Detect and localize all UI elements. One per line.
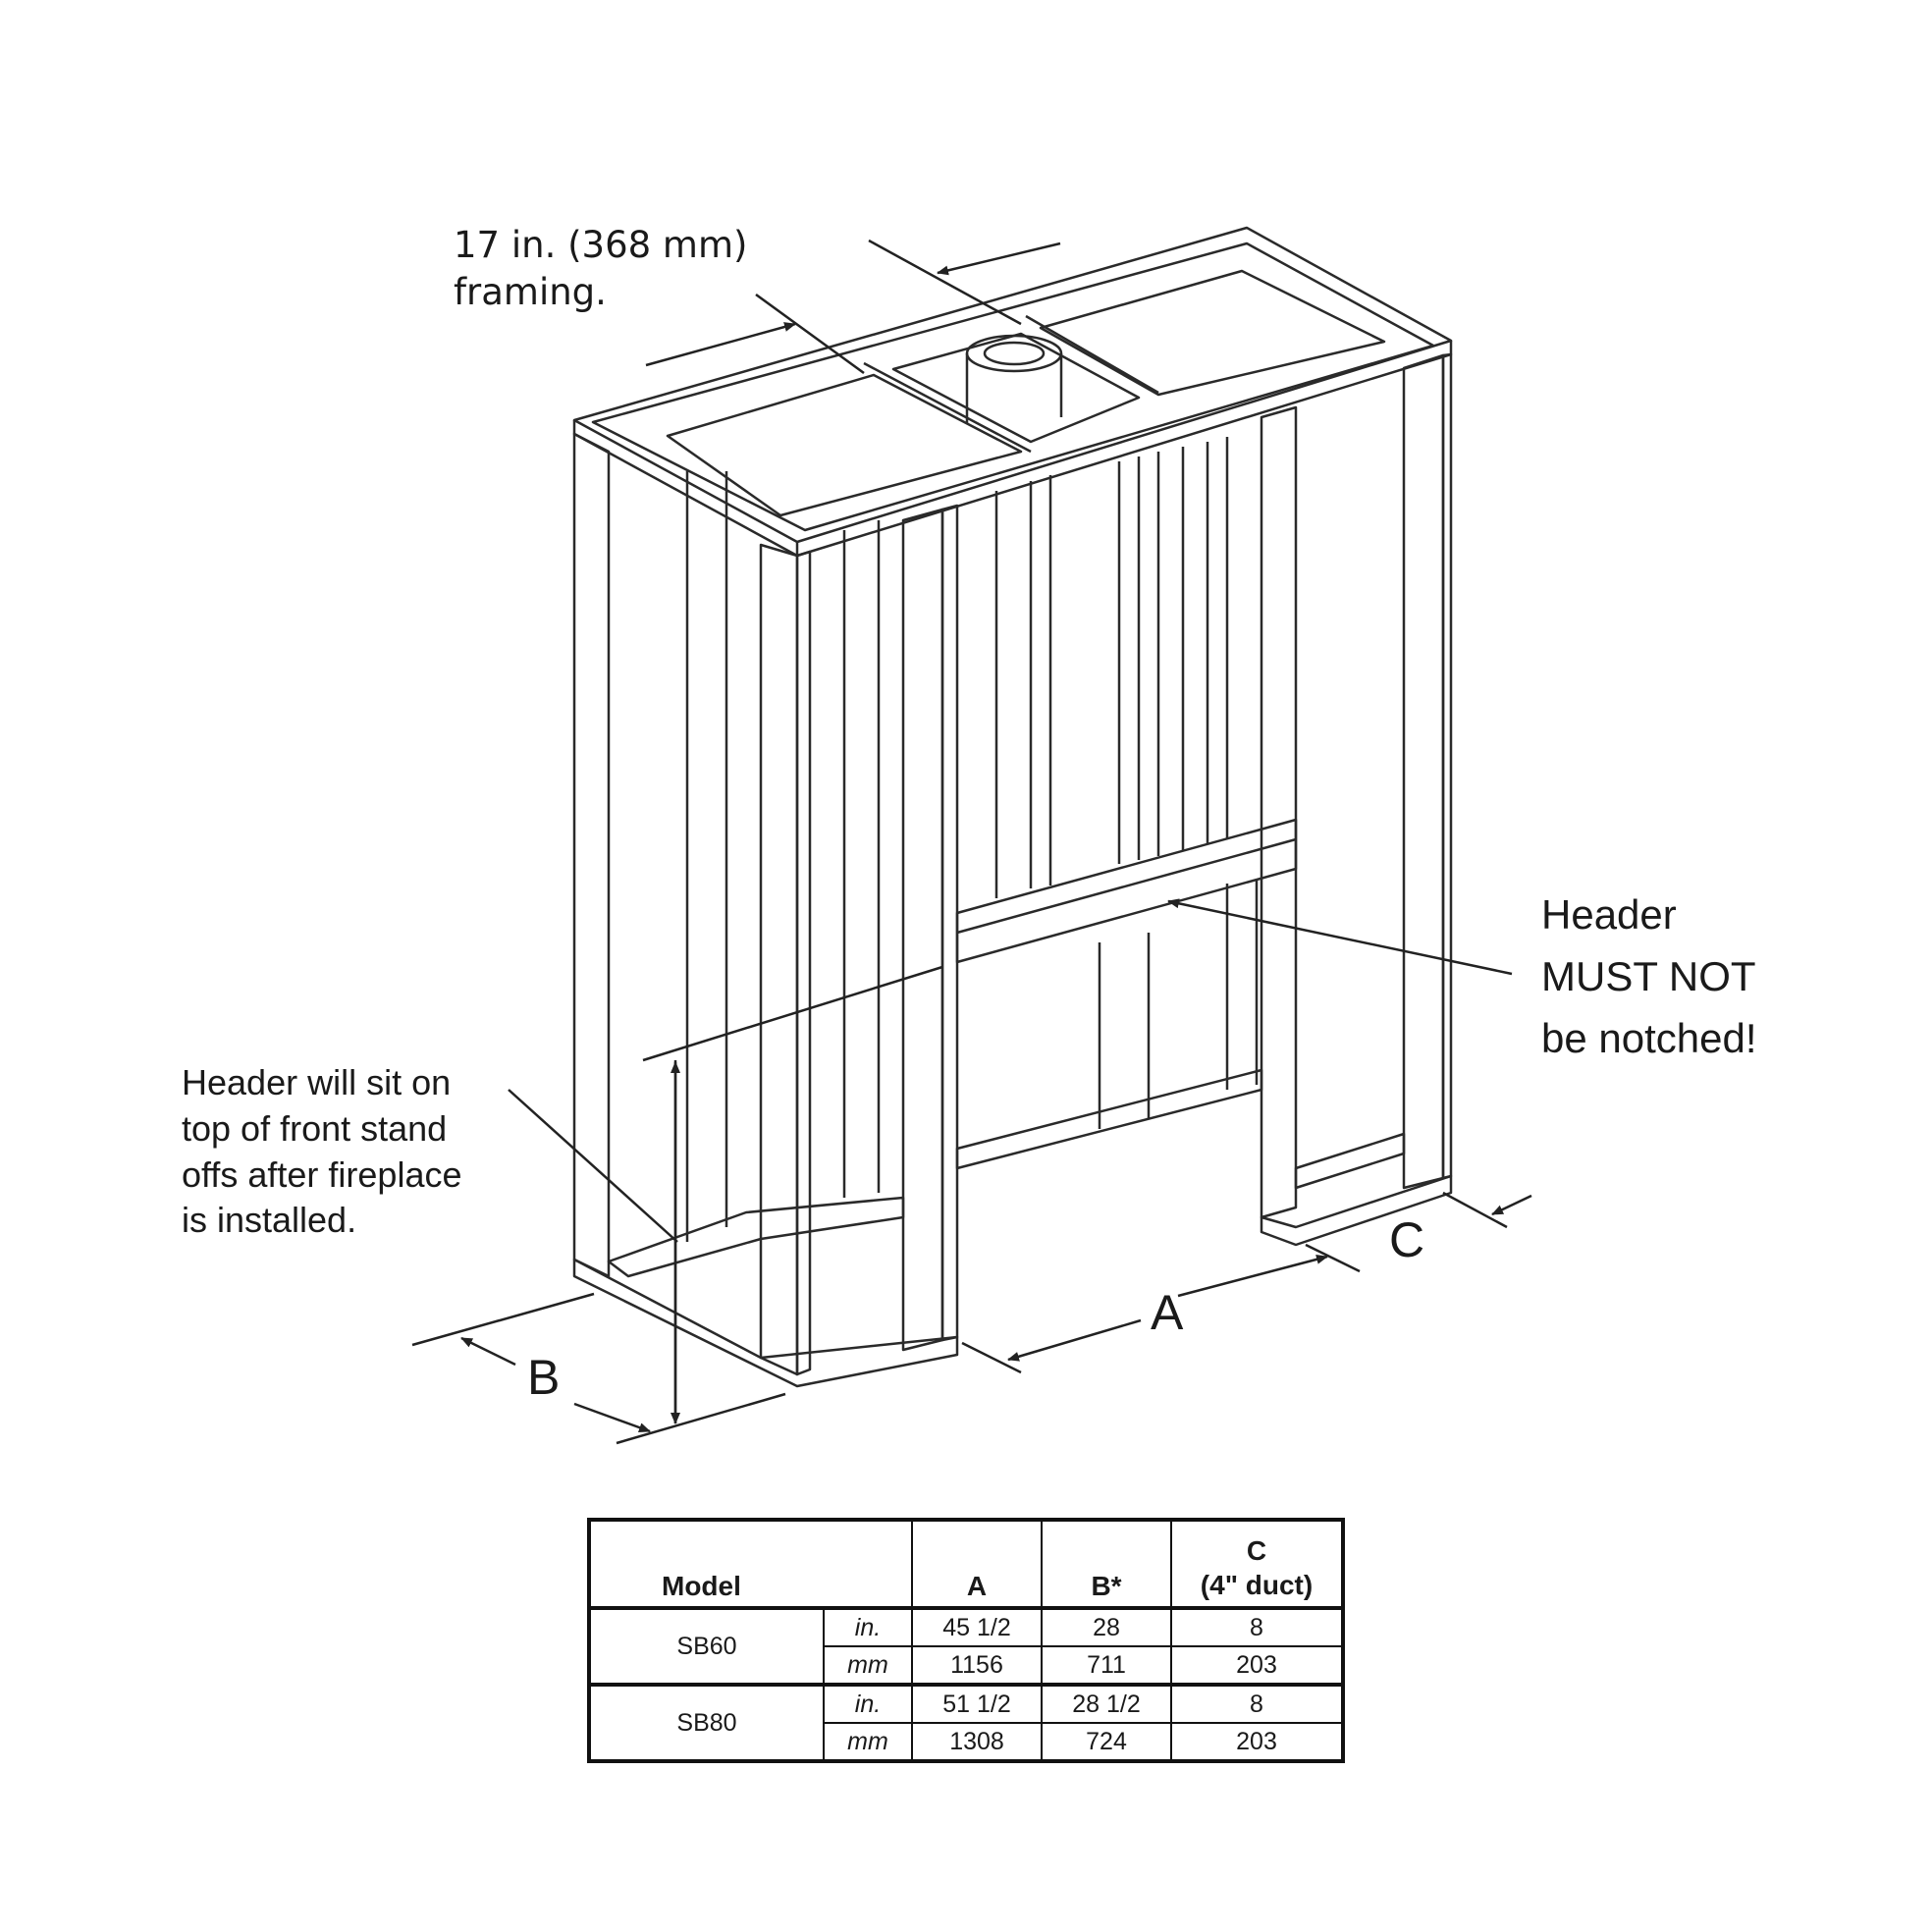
right-bottom-plate: [1260, 1174, 1453, 1247]
header-model: Model: [588, 1519, 913, 1610]
framing-arrow-left: [645, 322, 796, 367]
framing-arrow-right: [937, 242, 1061, 276]
value-a: 51 1/2: [911, 1684, 1043, 1724]
dim-b-arrow-right: [573, 1402, 651, 1433]
header-c-line2: (4" duct): [1200, 1570, 1314, 1600]
value-c: 203: [1170, 1722, 1344, 1762]
table-row: SB80 in. 51 1/2 28 1/2 8: [588, 1684, 1344, 1762]
header-a: A: [911, 1519, 1043, 1610]
unit-cell: in.: [823, 1684, 913, 1724]
header-leaders: [508, 898, 1513, 1424]
value-c: 8: [1170, 1607, 1344, 1647]
header-note-leader: [508, 1089, 678, 1243]
framing-dimension-lines: [645, 239, 1061, 375]
table-row: mm 1156 711 203: [589, 1645, 1344, 1686]
dimension-a-label: A: [1151, 1285, 1184, 1340]
unit-cell: in.: [823, 1607, 913, 1647]
value-b: 28 1/2: [1041, 1684, 1172, 1724]
dimension-c-lines: [1442, 1191, 1532, 1229]
dimension-b-lines: [411, 1292, 786, 1445]
header-beam: [955, 818, 1298, 964]
left-front-post-2: [795, 550, 812, 1376]
table-row: mm 1308 724 203: [589, 1722, 1344, 1762]
dim-b-arrow-left: [460, 1336, 516, 1367]
table-header-row: Model A B* C (4" duct): [588, 1519, 1344, 1610]
header-warning-label: Header MUST NOT be notched!: [1541, 891, 1757, 1061]
value-c: 203: [1170, 1645, 1344, 1686]
value-b: 724: [1041, 1722, 1172, 1762]
value-b: 711: [1041, 1645, 1172, 1686]
frame-outline: [572, 226, 1453, 1388]
header-b: B*: [1041, 1519, 1172, 1610]
dim-c-arrow: [1491, 1194, 1532, 1216]
dim-a-arrow-right: [1177, 1254, 1328, 1298]
value-c: 8: [1170, 1684, 1344, 1724]
header-warning-leader: [1167, 898, 1513, 976]
header-note-label: Header will sit on top of front stand of…: [182, 1062, 462, 1241]
framing-width-label: 17 in. (368 mm) framing.: [454, 224, 748, 314]
header-c-line1: C: [1246, 1535, 1267, 1566]
value-b: 28: [1041, 1607, 1172, 1647]
dimensions-table: Model A B* C (4" duct) SB60 in. 45 1/2 2…: [587, 1518, 1345, 1763]
unit-cell: mm: [823, 1722, 913, 1762]
dim-a-arrow-left: [1007, 1318, 1142, 1362]
header-c: C (4" duct): [1170, 1519, 1344, 1610]
left-bottom-plate: [572, 1258, 959, 1388]
dimension-b-label: B: [527, 1350, 561, 1405]
right-rear-post: [1260, 405, 1298, 1219]
model-cell: SB60: [588, 1607, 825, 1687]
left-rear-post: [572, 432, 611, 1278]
value-a: 45 1/2: [911, 1607, 1043, 1647]
right-front-post: [1402, 353, 1445, 1190]
flue-pipe: [965, 334, 1063, 424]
value-a: 1156: [911, 1645, 1043, 1686]
model-cell: SB80: [588, 1684, 825, 1762]
table-row: SB60 in. 45 1/2 28 8: [588, 1607, 1344, 1687]
dimension-a-lines: [961, 1243, 1361, 1374]
unit-cell: mm: [823, 1645, 913, 1686]
value-a: 1308: [911, 1722, 1043, 1762]
left-front-post: [759, 543, 799, 1376]
dimension-c-label: C: [1389, 1212, 1425, 1267]
